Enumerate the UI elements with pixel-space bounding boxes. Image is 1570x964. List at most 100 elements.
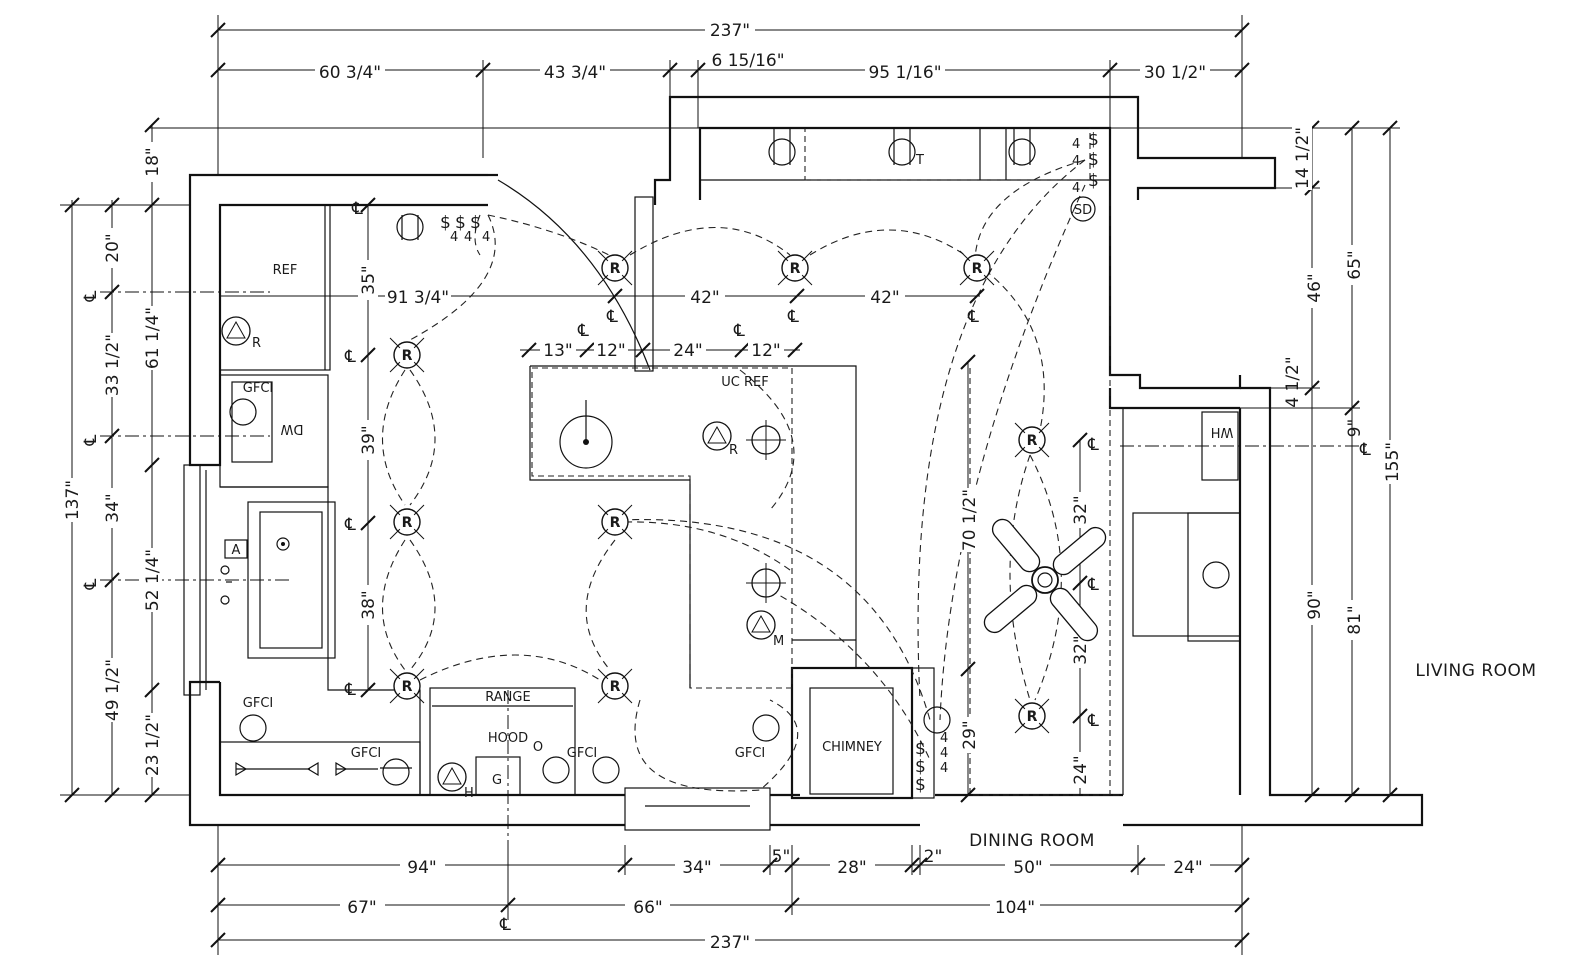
dim-v39: 39" [359,425,379,454]
svg-text:R: R [402,679,413,695]
dim-left-outer: 137" [63,480,83,520]
dim-v29: 29" [960,720,980,749]
centerline-icon: ℄ [81,434,101,446]
centerline-icon: ℄ [344,680,356,700]
dim-left-mid-3: 34" [103,493,123,522]
outlet-icon [1008,138,1036,166]
dim-bottom-5: 2" [924,847,943,867]
dim-bottom-row2-3: 104" [995,898,1035,918]
centerline-icon: ℄ [1359,440,1371,460]
dim-island-13: 13" [543,341,572,361]
gfci-label: GFCI [243,696,273,711]
dim-right-inner-3: 81" [1345,605,1365,634]
switch-icon: $ [1088,171,1099,191]
three-way-marker: 4 [1072,154,1080,169]
recessed-light-icon: R [597,668,633,704]
triangle-outlet-icon: M [746,610,784,649]
dining-room-label: DINING ROOM [969,831,1095,851]
gfci-label: GFCI [351,746,381,761]
three-way-marker: 4 [464,230,472,245]
dim-run-91: 91 3/4" [387,288,449,308]
gfci-label: GFCI [735,746,765,761]
dw-label: DW [280,421,303,436]
chimney-label: CHIMNEY [822,740,882,755]
dim-bottom-row2-2: 66" [633,898,662,918]
svg-text:R: R [1027,709,1038,725]
outlet-icon [542,756,570,784]
outlet-icon [1202,561,1230,589]
recessed-lights: R R R R R R R R R R [389,250,1050,734]
centerline-icon: ℄ [344,347,356,367]
triangle-outlet-icon: R [702,421,738,458]
dim-left-inner-1: 18" [143,147,163,176]
ceiling-fan-icon [983,518,1107,642]
dim-bottom-1: 94" [407,858,436,878]
dim-island-24: 24" [673,341,702,361]
centerline-marks: ℄ ℄ ℄ ℄ ℄ ℄ ℄ ℄ ℄ ℄ ℄ ℄ ℄ ℄ ℄ ℄ ℄ [81,199,1371,935]
switch-icon: $ [440,213,451,233]
outlet-icon [923,706,951,734]
outlet-icon [752,714,780,742]
dim-top-4: 95 1/16" [868,63,941,83]
recessed-light-icon: R [1014,422,1050,458]
three-way-marker: 4 [482,230,490,245]
recessed-light-icon: R [597,250,633,286]
dimension-lines [60,15,1400,955]
svg-text:R: R [610,515,621,531]
svg-text:M: M [773,634,784,649]
dim-left-inner-3: 52 1/4" [143,549,163,611]
dim-island-12a: 12" [596,341,625,361]
cabinets [219,127,1241,796]
centerline-icon: ℄ [351,199,363,219]
pendant-light-icon [746,420,786,460]
dimension-text: 237" 60 3/4" 43 3/4" 6 15/16" 95 1/16" 3… [62,20,1403,953]
dim-run-42b: 42" [870,288,899,308]
dim-bottom-3: 5" [772,847,791,867]
switches: $ $ $ 4 4 4 $ $ $ 4 4 4 $ $ $ 4 4 4 [440,130,1099,795]
dimension-ticks [64,22,1398,948]
svg-text:R: R [252,336,261,351]
switch-icon: $ [455,213,466,233]
walls [183,95,1424,831]
labels: REF DW UC REF RANGE HOOD CHIMNEY WH GFCI… [232,153,1537,851]
smoke-detector-icon [1070,196,1096,222]
pendant-light-icon [746,563,786,603]
centerline-icon: ℄ [344,515,356,535]
outlet-icon [768,138,796,166]
dim-right-inner-1: 65" [1345,250,1365,279]
switch-icon: $ [915,757,926,777]
o-label: O [533,740,543,755]
thermostat-label: T [915,153,924,168]
three-way-marker: 4 [940,746,948,761]
recessed-light-icon: R [389,504,425,540]
centerline-icon: ℄ [577,321,589,341]
sink-drain [583,439,589,445]
dim-left-inner-2: 61 1/4" [143,307,163,369]
three-way-marker: 4 [450,230,458,245]
outlet-icon [888,138,916,166]
switch-icon: $ [915,775,926,795]
svg-text:R: R [972,261,983,277]
living-room-label: LIVING ROOM [1415,661,1536,681]
hood-label: HOOD [488,731,528,746]
gfci-label: GFCI [243,381,273,396]
outlet-icon [239,714,267,742]
dim-v24: 24" [1071,755,1091,784]
dim-top-overall: 237" [710,21,750,41]
dim-left-mid-1: 20" [103,233,123,262]
sink-drain [276,537,290,551]
recessed-light-icon: R [597,504,633,540]
triangle-outlet-icon: H [437,762,474,801]
svg-text:R: R [1027,433,1038,449]
range-label: RANGE [485,690,530,705]
dim-right-mid-4: 90" [1305,590,1325,619]
dim-left-mid-2: 33 1/2" [103,334,123,396]
dim-run-42a: 42" [690,288,719,308]
dim-top-2: 43 3/4" [544,63,606,83]
outlet-icon [229,398,257,426]
dim-bottom-4: 28" [837,858,866,878]
dim-v35: 35" [359,265,379,294]
centerline-icon: ℄ [1087,435,1099,455]
three-way-marker: 4 [1072,181,1080,196]
dim-right-outer: 155" [1383,442,1403,482]
